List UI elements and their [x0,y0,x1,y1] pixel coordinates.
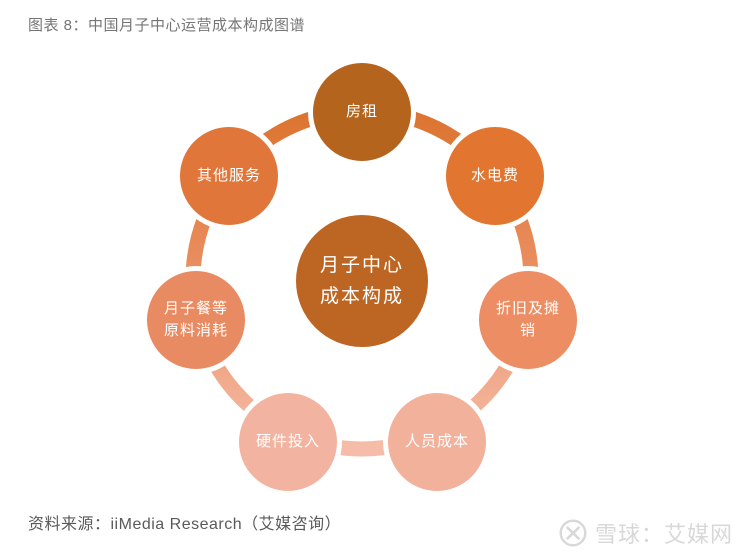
node-rent-label: 房租 [345,103,378,120]
node-hardware-investment: 硬件投入 [234,388,342,496]
node-utilities-label: 水电费 [470,167,519,184]
node-rent: 房租 [308,58,416,166]
node-food-materials-label: 月子餐等 原料消耗 [163,300,228,339]
node-depreciation-amortization: 折旧及摊 销 [474,266,582,374]
xueqiu-logo-icon [558,518,588,548]
source-note: 资料来源：iiMedia Research（艾媒咨询） [28,516,342,533]
node-hardware-label: 硬件投入 [255,433,320,450]
center-node: 月子中心 成本构成 [296,215,428,347]
node-other-services: 其他服务 [175,122,283,230]
chart-title: 图表 8：中国月子中心运营成本构成图谱 [28,17,306,34]
node-food-materials: 月子餐等 原料消耗 [142,266,250,374]
node-staff-cost-label: 人员成本 [404,433,469,450]
node-other-services-label: 其他服务 [196,167,261,184]
node-depreciation-label: 折旧及摊 销 [495,300,560,339]
watermark-text: 雪球：艾媒网 [594,522,733,547]
node-staff-cost: 人员成本 [383,388,491,496]
watermark: 雪球：艾媒网 [558,517,733,549]
center-node-label: 月子中心 成本构成 [319,255,404,307]
node-utilities: 水电费 [441,122,549,230]
